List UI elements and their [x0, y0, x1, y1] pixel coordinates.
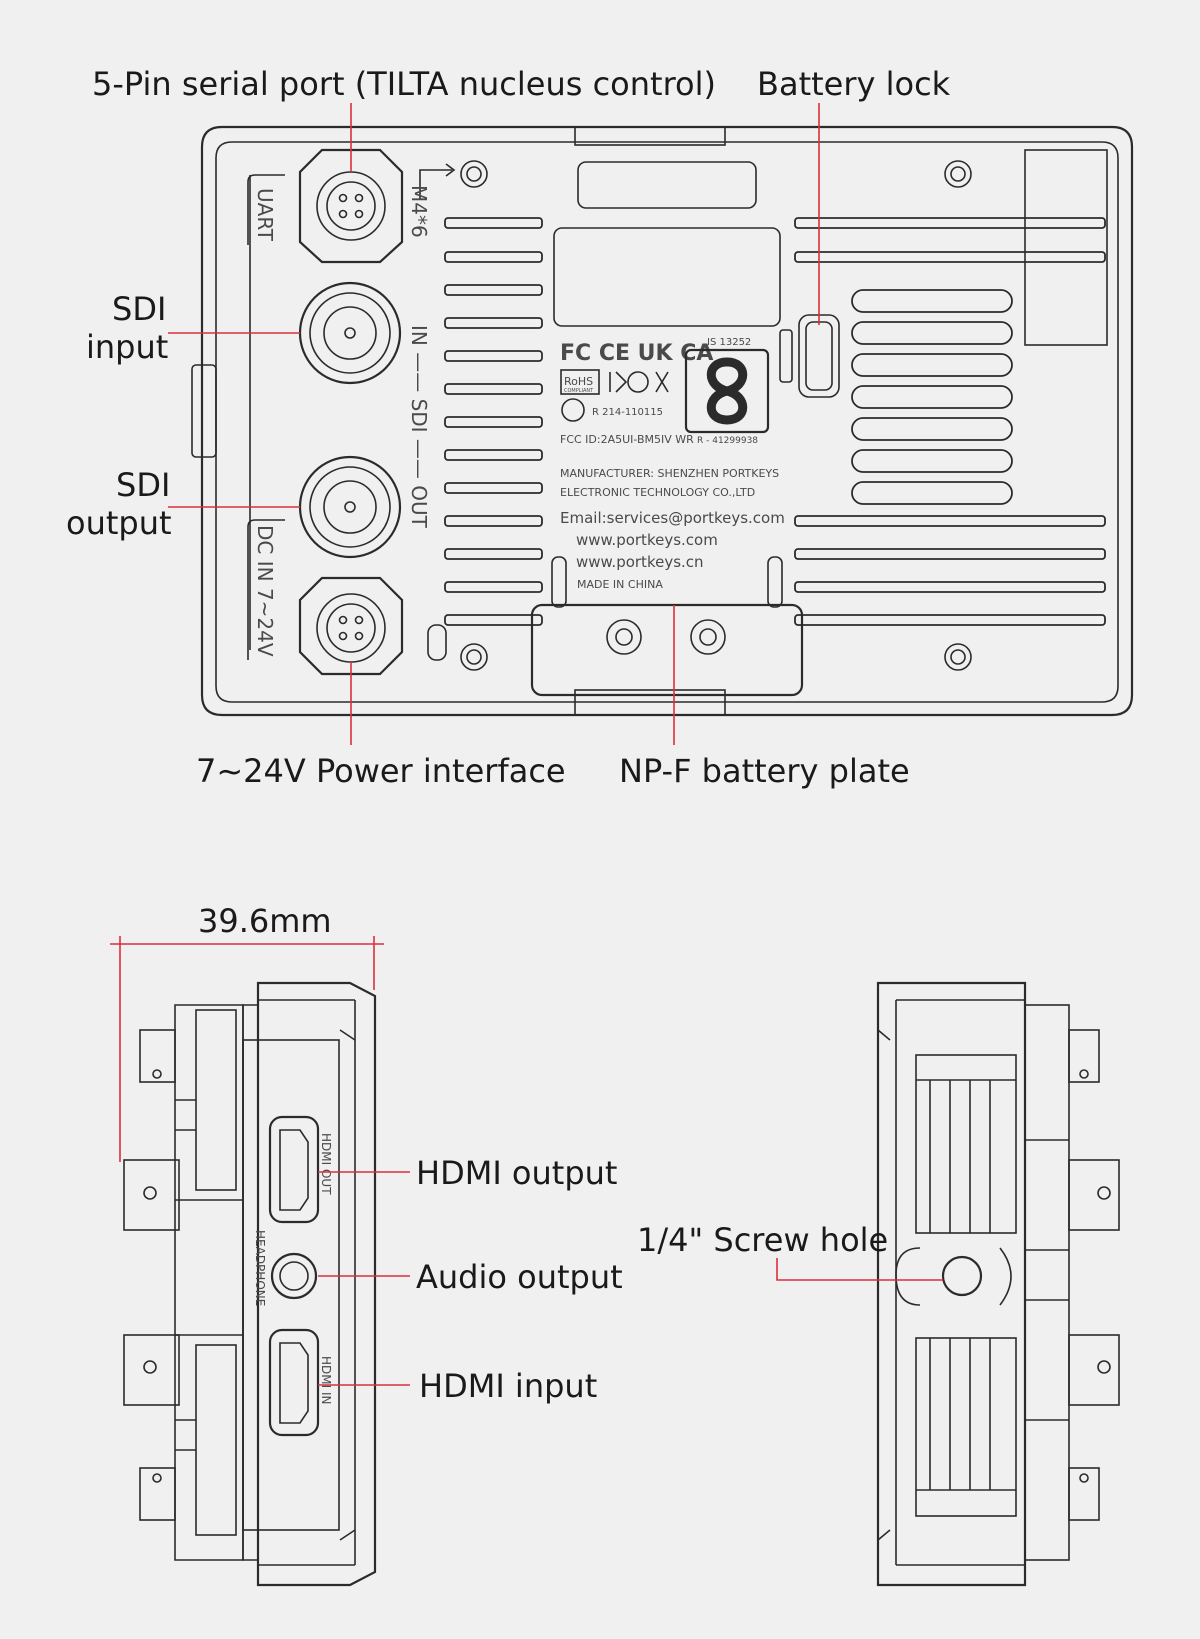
dimension-label: 39.6mm: [198, 902, 332, 940]
sdi-output-connector: [298, 455, 402, 559]
manufacturer-line-2: ELECTRONIC TECHNOLOGY CO.,LTD: [560, 486, 755, 499]
made-in-china: MADE IN CHINA: [577, 578, 663, 591]
mount-tabs-right: [1068, 1029, 1120, 1521]
npf-plate-label: NP-F battery plate: [619, 752, 910, 790]
audio-output-label: Audio output: [416, 1258, 623, 1296]
cert-marks: FC CE UK CA: [560, 341, 713, 366]
left-side-view: 39.6mm HDMI OUT HEADPHONE: [110, 902, 623, 1587]
rohs-mark: RoHS: [564, 375, 593, 388]
dc-in-label: DC IN 7~24V: [253, 525, 277, 657]
dimension-line: [110, 936, 384, 1162]
right-vent-slots: [794, 149, 1108, 626]
hdmi-in-port-label: HDMI IN: [319, 1356, 333, 1405]
m4-label: M4*6: [407, 185, 431, 238]
back-view: UART M4*6 IN —— SDI —— OUT DC IN 7~24V I…: [66, 65, 1134, 790]
screw-hole-leader: [776, 1258, 943, 1281]
sdi-output-label-1: SDI: [116, 466, 170, 504]
is-number: IS 13252: [707, 337, 751, 348]
battery-lock-label: Battery lock: [757, 65, 951, 103]
headphone-label: HEADPHONE: [253, 1230, 267, 1306]
npf-battery-plate: [530, 556, 804, 697]
sdi-output-label-2: output: [66, 504, 172, 542]
dc-in-marking: DC IN 7~24V: [247, 519, 285, 660]
hdmi-input-label: HDMI input: [419, 1367, 597, 1405]
battery-lock: [779, 314, 840, 398]
uart-marking: UART: [247, 174, 285, 245]
hdmi-in-port: HDMI IN: [268, 1328, 333, 1437]
mount-tabs-left: [123, 1029, 180, 1521]
rohs-compliant: COMPLIANT: [564, 388, 594, 394]
email-text: Email:services@portkeys.com: [560, 509, 785, 527]
right-side-view: 1/4" Screw hole: [637, 981, 1120, 1587]
power-interface-label: 7~24V Power interface: [196, 752, 566, 790]
r-code: R - 41299938: [697, 436, 758, 446]
screw-hole-label: 1/4" Screw hole: [637, 1221, 888, 1259]
fcc-id: FCC ID:2A5UI-BM5IV WR: [560, 433, 694, 446]
sdi-input-label-1: SDI: [112, 290, 166, 328]
sdi-in-out-label: IN —— SDI —— OUT: [407, 325, 431, 529]
sdi-input-connector: [298, 281, 402, 385]
dc-in-connector: [298, 576, 404, 676]
screw-hole: [895, 1247, 1012, 1306]
hdmi-output-label: HDMI output: [416, 1154, 617, 1192]
back-callouts: 5-Pin serial port (TILTA nucleus control…: [66, 65, 951, 790]
website-1: www.portkeys.com: [576, 531, 718, 549]
sdi-input-label-2: input: [86, 328, 168, 366]
serial-port-label: 5-Pin serial port (TILTA nucleus control…: [92, 65, 716, 103]
product-label: IS 13252 FC CE UK CA RoHS COMPLIANT R 21…: [560, 337, 785, 591]
headphone-jack: HEADPHONE: [253, 1230, 318, 1306]
hdmi-out-port-label: HDMI OUT: [319, 1133, 333, 1195]
manufacturer-line-1: MANUFACTURER: SHENZHEN PORTKEYS: [560, 467, 779, 480]
website-2: www.portkeys.cn: [576, 553, 704, 571]
uart-label: UART: [253, 188, 277, 242]
hdmi-out-port: HDMI OUT: [268, 1115, 333, 1224]
left-vent-slots: [444, 217, 543, 626]
r-number: R 214-110115: [592, 407, 663, 418]
